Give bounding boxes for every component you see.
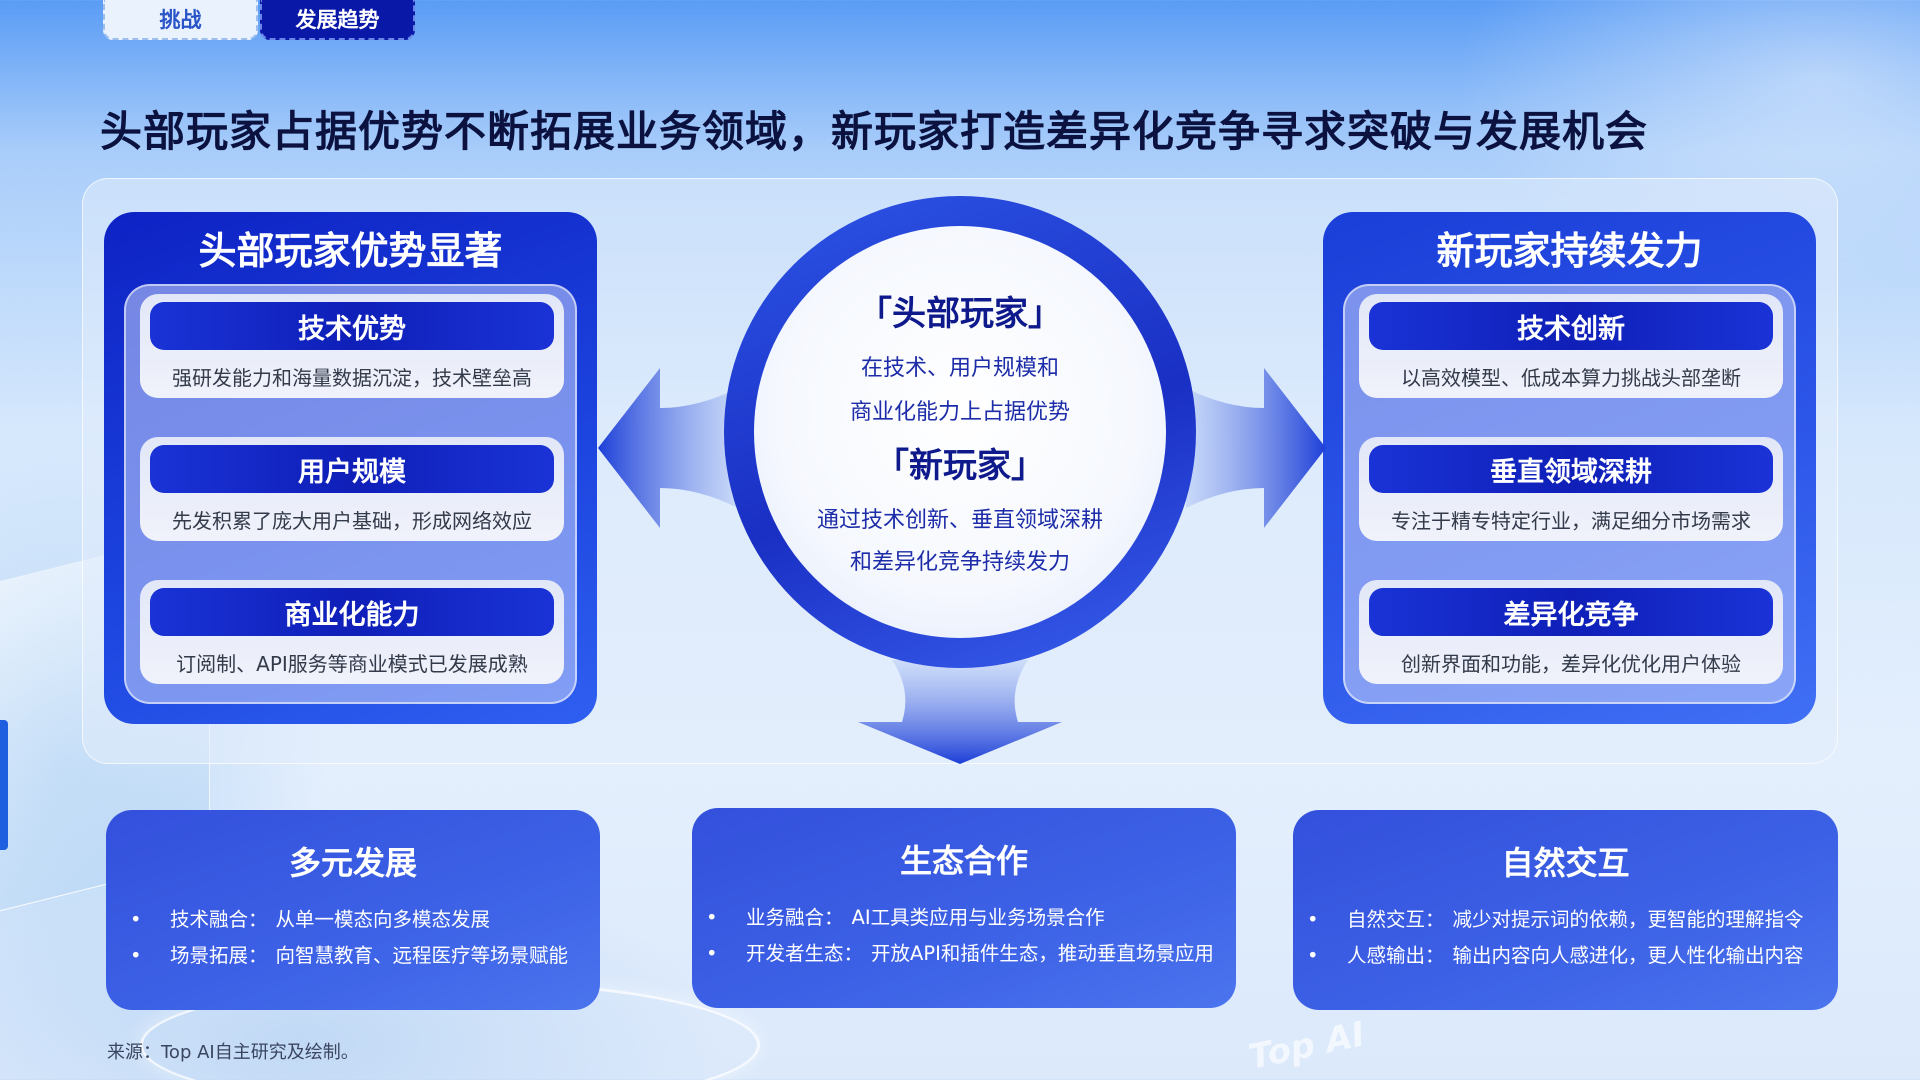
strategy-card: 垂直领域深耕 专注于精专特定行业，满足细分市场需求 <box>1359 437 1783 541</box>
bullet-icon: • <box>706 906 718 929</box>
advantage-desc: 订阅制、API服务等商业模式已发展成熟 <box>176 652 528 676</box>
decorative-bar <box>0 720 8 850</box>
tab-trends[interactable]: 发展趋势 <box>260 0 415 40</box>
trend-item-text: 向智慧教育、远程医疗等场景赋能 <box>275 944 569 967</box>
trend-card-ecosystem: 生态合作 • 业务融合： AI工具类应用与业务场景合作 • 开发者生态： 开放API和插… <box>692 808 1236 1008</box>
page-title: 头部玩家占据优势不断拓展业务领域，新玩家打造差异化竞争寻求突破与发展机会 <box>100 107 1649 156</box>
trend-card-title: 生态合作 <box>899 842 1028 880</box>
arrow-down-icon <box>858 660 1062 764</box>
panel-title: 头部玩家优势显著 <box>198 229 503 273</box>
advantage-heading: 商业化能力 <box>150 588 554 636</box>
bullet-icon: • <box>130 908 142 931</box>
center-circle-inner: 「头部玩家」 在技术、用户规模和 商业化能力上占据优势 「新玩家」 通过技术创新… <box>754 226 1166 638</box>
strategy-desc: 创新界面和功能，差异化优化用户体验 <box>1401 652 1741 676</box>
strategy-card: 技术创新 以高效模型、低成本算力挑战头部垄断 <box>1359 294 1783 398</box>
strategy-heading: 技术创新 <box>1369 302 1773 350</box>
trend-item-text: 从单一模态向多模态发展 <box>275 908 491 931</box>
trend-card-item: • 人感输出： 输出内容向人感进化，更人性化输出内容 <box>1303 938 1804 974</box>
leading-players-panel: 头部玩家优势显著 技术优势 强研发能力和海量数据沉淀，技术壁垒高 用户规模 先发… <box>104 212 597 724</box>
trend-card-title: 自然交互 <box>1501 844 1630 882</box>
center-text-newcomers-line1: 通过技术创新、垂直领域深耕 <box>816 508 1103 533</box>
strategy-heading: 差异化竞争 <box>1369 588 1773 636</box>
trend-card-item: • 业务融合： AI工具类应用与业务场景合作 <box>702 900 1214 936</box>
center-heading-leaders: 「头部玩家」 <box>858 294 1062 334</box>
advantage-card: 用户规模 先发积累了庞大用户基础，形成网络效应 <box>140 437 564 541</box>
panel-inner: 技术创新 以高效模型、低成本算力挑战头部垄断 垂直领域深耕 专注于精专特定行业，… <box>1343 284 1796 704</box>
center-circle: 「头部玩家」 在技术、用户规模和 商业化能力上占据优势 「新玩家」 通过技术创新… <box>724 196 1196 668</box>
trend-card-item: • 自然交互： 减少对提示词的依赖，更智能的理解指令 <box>1303 902 1804 938</box>
trend-card-list: • 业务融合： AI工具类应用与业务场景合作 • 开发者生态： 开放API和插件生态，推… <box>702 900 1214 972</box>
new-players-panel: 新玩家持续发力 技术创新 以高效模型、低成本算力挑战头部垄断 垂直领域深耕 专注… <box>1323 212 1816 724</box>
trend-item-text: AI工具类应用与业务场景合作 <box>851 906 1105 929</box>
bullet-icon: • <box>706 942 718 965</box>
trend-card-list: • 自然交互： 减少对提示词的依赖，更智能的理解指令 • 人感输出： 输出内容向人感进化… <box>1303 902 1804 974</box>
bullet-icon: • <box>130 944 142 967</box>
strategy-desc: 专注于精专特定行业，满足细分市场需求 <box>1391 509 1751 533</box>
arrow-right-icon <box>1186 368 1326 528</box>
center-heading-newcomers: 「新玩家」 <box>875 446 1045 486</box>
trend-item-label: 自然交互： <box>1347 908 1445 931</box>
trend-card-interaction: 自然交互 • 自然交互： 减少对提示词的依赖，更智能的理解指令 • 人感输出： 输出内容… <box>1293 810 1838 1010</box>
center-text-newcomers-line2: 和差异化竞争持续发力 <box>849 550 1070 575</box>
tab-bar: 挑战 发展趋势 <box>103 0 415 40</box>
trend-card-diversified: 多元发展 • 技术融合： 从单一模态向多模态发展 • 场景拓展： 向智慧教育、远程医疗等… <box>106 810 600 1010</box>
advantage-card: 商业化能力 订阅制、API服务等商业模式已发展成熟 <box>140 580 564 684</box>
trend-card-item: • 技术融合： 从单一模态向多模态发展 <box>126 902 568 938</box>
strategy-desc: 以高效模型、低成本算力挑战头部垄断 <box>1401 366 1741 390</box>
bullet-icon: • <box>1307 944 1319 967</box>
panel-inner: 技术优势 强研发能力和海量数据沉淀，技术壁垒高 用户规模 先发积累了庞大用户基础… <box>124 284 577 704</box>
trend-card-item: • 场景拓展： 向智慧教育、远程医疗等场景赋能 <box>126 938 568 974</box>
trend-item-text: 输出内容向人感进化，更人性化输出内容 <box>1452 944 1804 967</box>
trend-item-text: 减少对提示词的依赖，更智能的理解指令 <box>1452 908 1804 931</box>
advantage-heading: 技术优势 <box>150 302 554 350</box>
source-note: 来源：Top AI自主研究及绘制。 <box>107 1042 359 1063</box>
trend-item-label: 开发者生态： <box>746 942 864 965</box>
advantage-card: 技术优势 强研发能力和海量数据沉淀，技术壁垒高 <box>140 294 564 398</box>
trend-item-label: 人感输出： <box>1347 944 1445 967</box>
tab-challenges[interactable]: 挑战 <box>103 0 258 40</box>
panel-title: 新玩家持续发力 <box>1436 229 1703 273</box>
strategy-heading: 垂直领域深耕 <box>1369 445 1773 493</box>
advantage-desc: 强研发能力和海量数据沉淀，技术壁垒高 <box>172 366 532 390</box>
trend-card-item: • 开发者生态： 开放API和插件生态，推动垂直场景应用 <box>702 936 1214 972</box>
trend-card-list: • 技术融合： 从单一模态向多模态发展 • 场景拓展： 向智慧教育、远程医疗等场景赋能 <box>126 902 568 974</box>
center-text-leaders-line1: 在技术、用户规模和 <box>860 356 1059 381</box>
arrow-left-icon <box>598 368 738 528</box>
center-text-leaders-line2: 商业化能力上占据优势 <box>849 400 1070 425</box>
strategy-card: 差异化竞争 创新界面和功能，差异化优化用户体验 <box>1359 580 1783 684</box>
trend-item-label: 技术融合： <box>170 908 268 931</box>
trend-item-label: 业务融合： <box>746 906 844 929</box>
bullet-icon: • <box>1307 908 1319 931</box>
advantage-heading: 用户规模 <box>150 445 554 493</box>
trend-item-label: 场景拓展： <box>170 944 268 967</box>
trend-card-title: 多元发展 <box>288 844 417 882</box>
advantage-desc: 先发积累了庞大用户基础，形成网络效应 <box>172 509 532 533</box>
trend-item-text: 开放API和插件生态，推动垂直场景应用 <box>871 942 1214 965</box>
